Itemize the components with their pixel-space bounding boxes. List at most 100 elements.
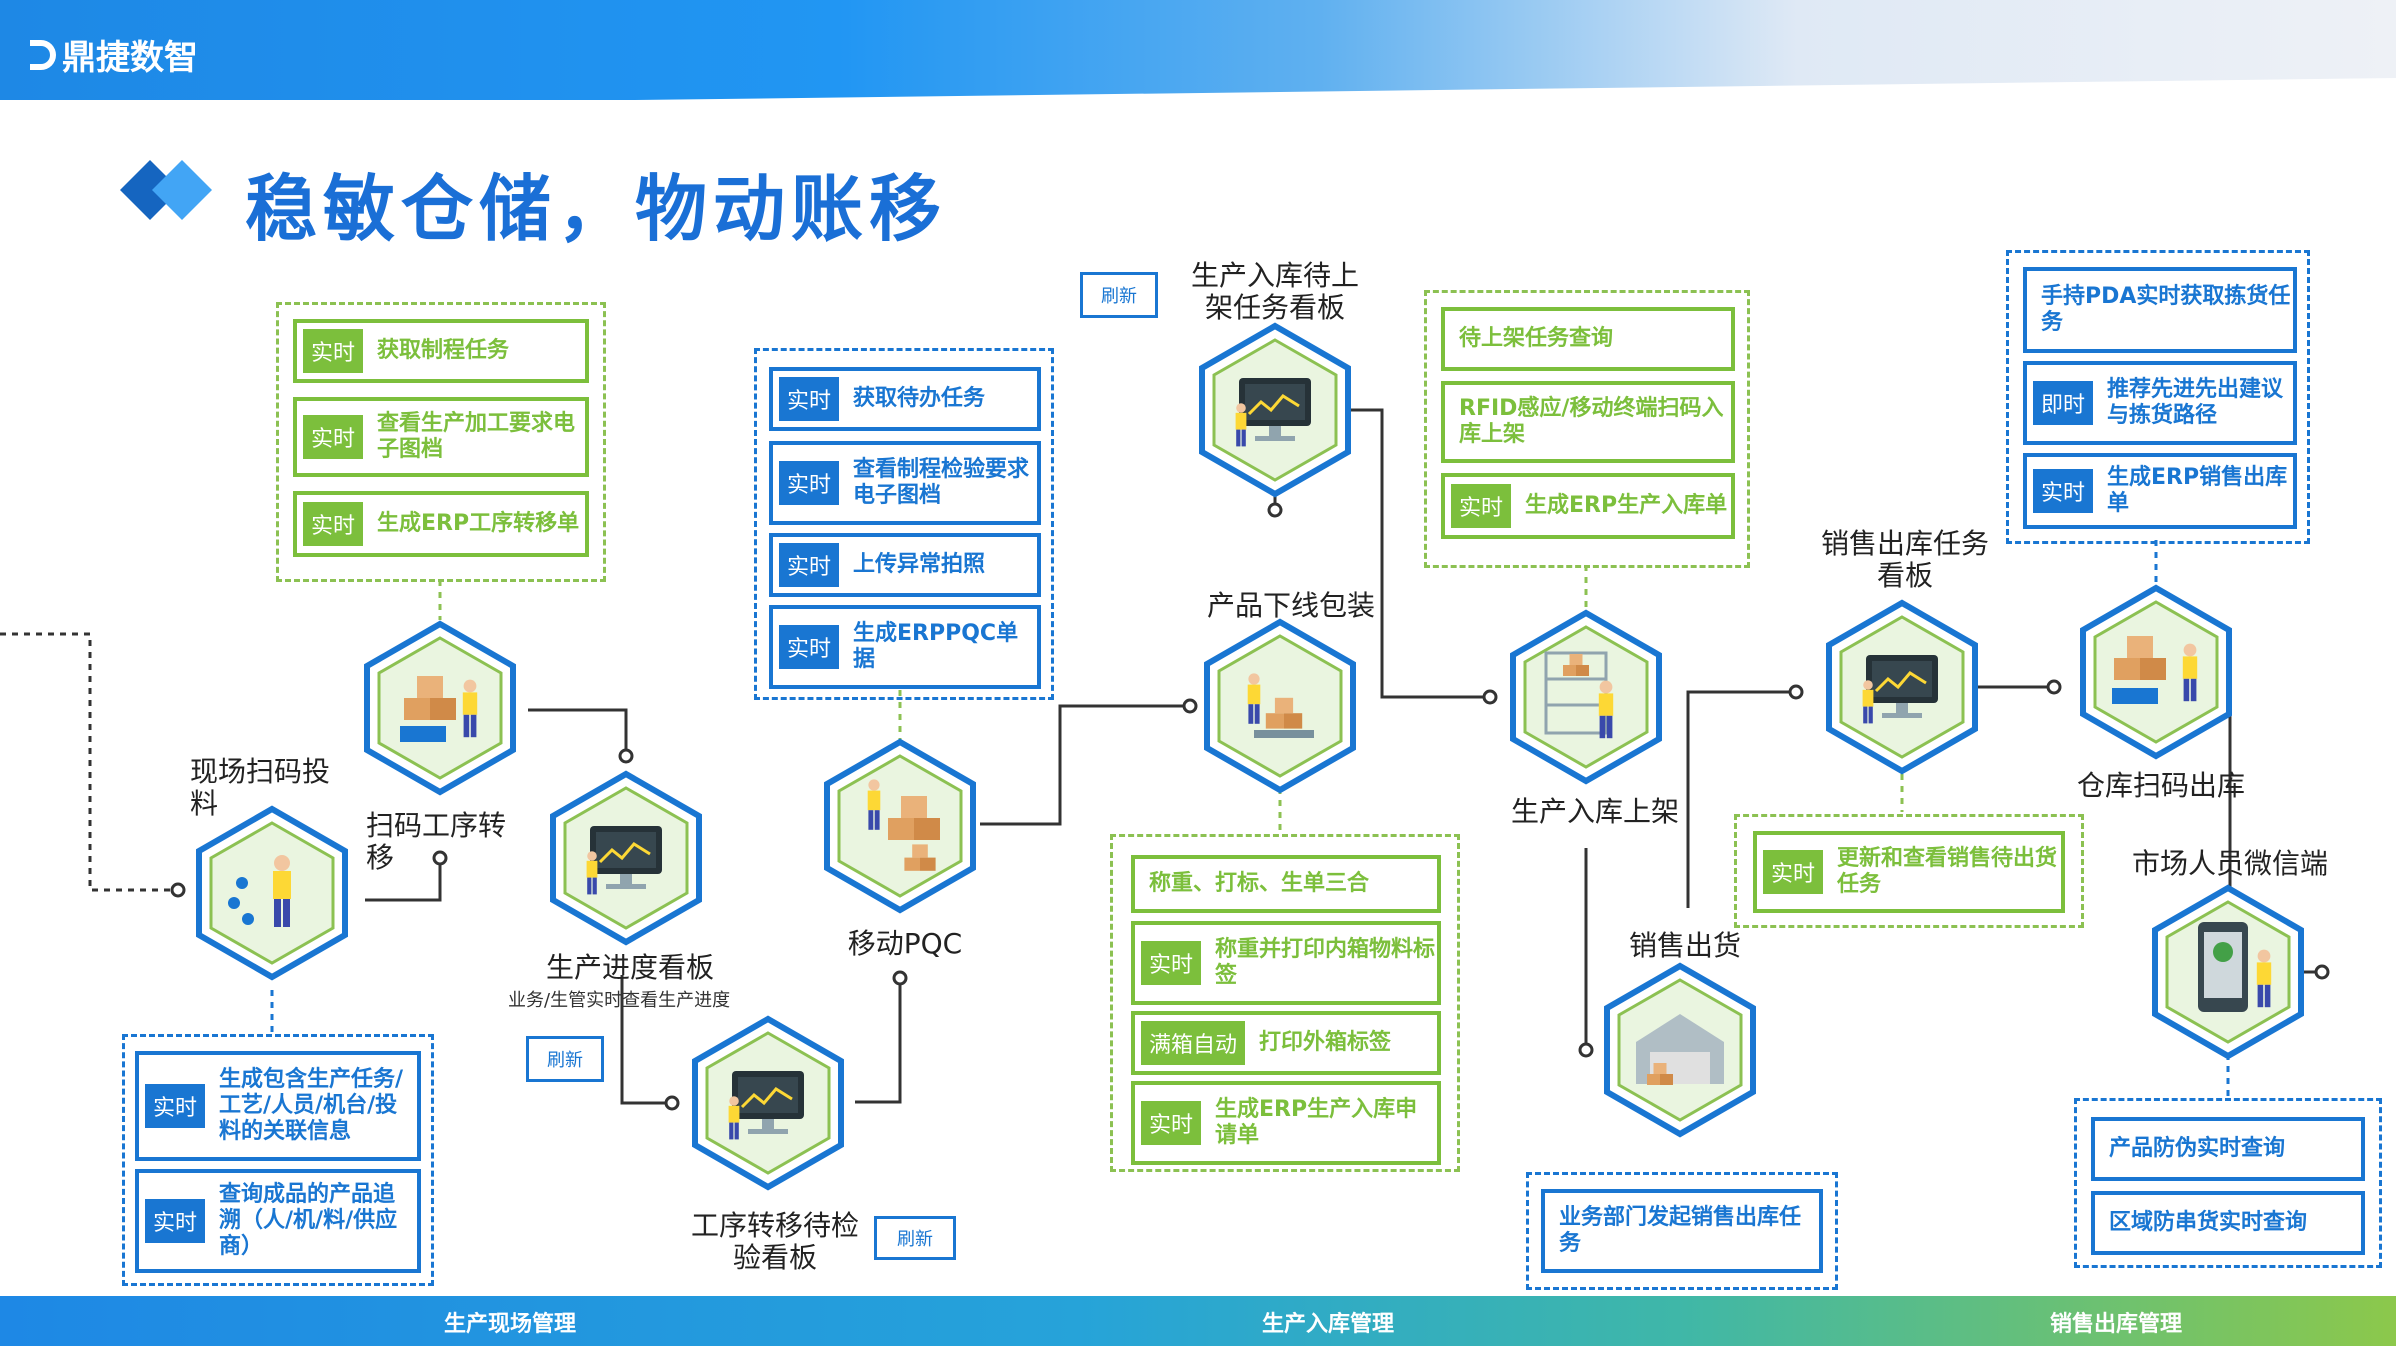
box-item: 实时 上传异常拍照 [769, 533, 1041, 597]
item-text: 上传异常拍照 [853, 552, 986, 577]
box-item: 实时 获取待办任务 [769, 367, 1041, 431]
item-tag: 实时 [779, 543, 840, 587]
box-item: 实时 生成ERP销售出库单 [2023, 453, 2297, 529]
item-text: 手持PDA实时获取拣货任务 [2041, 284, 2291, 335]
box-item: 产品防伪实时查询 [2091, 1117, 2365, 1181]
scan-feed-node [199, 809, 345, 977]
progress-board-node [553, 774, 699, 942]
item-tag: 满箱自动 [1141, 1021, 1246, 1065]
item-tag: 实时 [145, 1084, 206, 1128]
node-label-sales-ship: 销售出货 [1628, 929, 1741, 962]
anti-fake-box: 产品防伪实时查询 区域防串货实时查询 [2074, 1098, 2382, 1268]
item-text: 生成ERP生产入库申请单 [1215, 1097, 1418, 1148]
item-text: 推荐先进先出建议与拣货路径 [2107, 377, 2284, 428]
item-tag: 实时 [779, 461, 840, 505]
putaway-box: 待上架任务查询 RFID感应/移动终端扫码入库上架 实时 生成ERP生产入库单 [1424, 290, 1750, 568]
node-label-putaway: 生产入库上架 [1510, 795, 1679, 828]
feed-box: 实时 生成包含生产任务/工艺/人员/机台/投料的关联信息 实时 查询成品的产品追… [122, 1034, 434, 1286]
box-item: 实时 获取制程任务 [293, 319, 589, 383]
item-tag: 实时 [1141, 941, 1202, 985]
item-text: RFID感应/移动终端扫码入库上架 [1459, 396, 1724, 447]
item-tag: 实时 [2033, 469, 2094, 513]
item-tag: 实时 [303, 415, 364, 459]
item-tag: 实时 [145, 1199, 206, 1243]
item-tag: 实时 [779, 377, 840, 421]
node-label-transfer-inspect-board: 工序转移待检验看板 [690, 1209, 859, 1274]
box-item: 实时 称重并打印内箱物料标签 [1131, 921, 1441, 1005]
box-item: 实时 查看生产加工要求电子图档 [293, 397, 589, 477]
putaway-board-node [1202, 326, 1348, 494]
refresh-button-progress-board[interactable]: 刷新 [526, 1036, 604, 1082]
box-item: 实时 生成ERP生产入库申请单 [1131, 1081, 1441, 1165]
brand-logo: 鼎捷数智 [30, 30, 198, 79]
item-text: 生成包含生产任务/工艺/人员/机台/投料的关联信息 [219, 1067, 404, 1144]
node-label-warehouse-outbound: 仓库扫码出库 [2076, 769, 2245, 802]
refresh-button-inspect-board[interactable]: 刷新 [874, 1216, 956, 1260]
item-text: 查询成品的产品追溯（人/机/料/供应商） [219, 1182, 398, 1259]
item-text: 更新和查看销售待出货任务 [1837, 846, 2058, 897]
box-item: 实时 生成ERP生产入库单 [1441, 473, 1735, 539]
node-label-putaway-board: 生产入库待上架任务看板 [1190, 259, 1359, 324]
item-text: 待上架任务查询 [1459, 326, 1614, 351]
box-item: 实时 更新和查看销售待出货任务 [1753, 831, 2065, 913]
item-text: 生成ERPPQC单据 [853, 621, 1019, 672]
item-tag: 实时 [1141, 1101, 1202, 1145]
box-item: 手持PDA实时获取拣货任务 [2023, 267, 2297, 353]
box-item: 称重、打标、生单三合 [1131, 855, 1441, 913]
process-transfer-node [367, 624, 513, 792]
box-item: 实时 生成ERPPQC单据 [769, 605, 1041, 689]
pqc-box: 实时 获取待办任务 实时 查看制程检验要求电子图档 实时 上传异常拍照 实时 生… [754, 348, 1054, 700]
footer-section-production: 生产现场管理 [444, 1312, 577, 1337]
item-tag: 实时 [1451, 484, 1512, 528]
footer-section-inbound: 生产入库管理 [1262, 1312, 1395, 1337]
sales-dept-box: 业务部门发起销售出库任务 [1526, 1172, 1838, 1290]
item-text: 称重、打标、生单三合 [1149, 871, 1370, 896]
box-item: RFID感应/移动终端扫码入库上架 [1441, 381, 1735, 463]
wechat-node [2155, 888, 2301, 1056]
box-item: 实时 查询成品的产品追溯（人/机/料/供应商） [135, 1169, 421, 1273]
item-text: 区域防串货实时查询 [2109, 1210, 2308, 1235]
item-text: 生成ERP工序转移单 [377, 511, 580, 536]
item-text: 打印外箱标签 [1259, 1030, 1392, 1055]
pda-box: 手持PDA实时获取拣货任务 即时 推荐先进先出建议与拣货路径 实时 生成ERP销… [2006, 250, 2310, 544]
item-text: 获取待办任务 [853, 386, 986, 411]
item-text: 业务部门发起销售出库任务 [1559, 1205, 1802, 1256]
item-tag: 实时 [303, 329, 364, 373]
box-item: 业务部门发起销售出库任务 [1541, 1189, 1823, 1273]
item-text: 获取制程任务 [377, 338, 510, 363]
node-label-product-pack: 产品下线包装 [1206, 589, 1375, 622]
item-tag: 即时 [2033, 381, 2094, 425]
box-item: 实时 查看制程检验要求电子图档 [769, 441, 1041, 525]
item-tag: 实时 [779, 625, 840, 669]
footer-bar [0, 1296, 2396, 1346]
putaway-node [1513, 613, 1659, 781]
pack-box: 称重、打标、生单三合 实时 称重并打印内箱物料标签 满箱自动 打印外箱标签 实时… [1110, 834, 1460, 1172]
refresh-button-putaway-board[interactable]: 刷新 [1080, 272, 1158, 318]
mobile-pqc-node [827, 742, 973, 910]
node-label-outbound-board: 销售出库任务看板 [1820, 527, 1989, 592]
transfer-inspect-board-node [695, 1019, 841, 1187]
item-text: 查看生产加工要求电子图档 [377, 411, 576, 462]
item-text: 查看制程检验要求电子图档 [853, 457, 1030, 508]
node-sublabel-progress-board: 业务/生管实时查看生产进度 [508, 990, 731, 1011]
box-item: 满箱自动 打印外箱标签 [1131, 1011, 1441, 1075]
item-tag: 实时 [1763, 850, 1824, 894]
node-label-progress-board: 生产进度看板 [545, 951, 714, 984]
item-tag: 实时 [303, 502, 364, 546]
sales-ship-node [1607, 966, 1753, 1134]
warehouse-outbound-node [2083, 588, 2229, 756]
item-text: 生成ERP生产入库单 [1525, 493, 1728, 518]
node-label-wechat: 市场人员微信端 [2131, 847, 2328, 880]
item-text: 产品防伪实时查询 [2109, 1136, 2286, 1161]
logo-text: 鼎捷数智 [62, 38, 198, 78]
box-item: 即时 推荐先进先出建议与拣货路径 [2023, 361, 2297, 445]
box-item: 待上架任务查询 [1441, 307, 1735, 371]
node-label-scan-feed: 现场扫码投料 [190, 755, 331, 820]
product-pack-node [1207, 622, 1353, 790]
outbound-board-node [1829, 603, 1975, 771]
item-text: 生成ERP销售出库单 [2107, 465, 2288, 516]
node-label-process-transfer: 扫码工序转移 [366, 809, 507, 874]
logo-mark-icon [30, 39, 56, 70]
